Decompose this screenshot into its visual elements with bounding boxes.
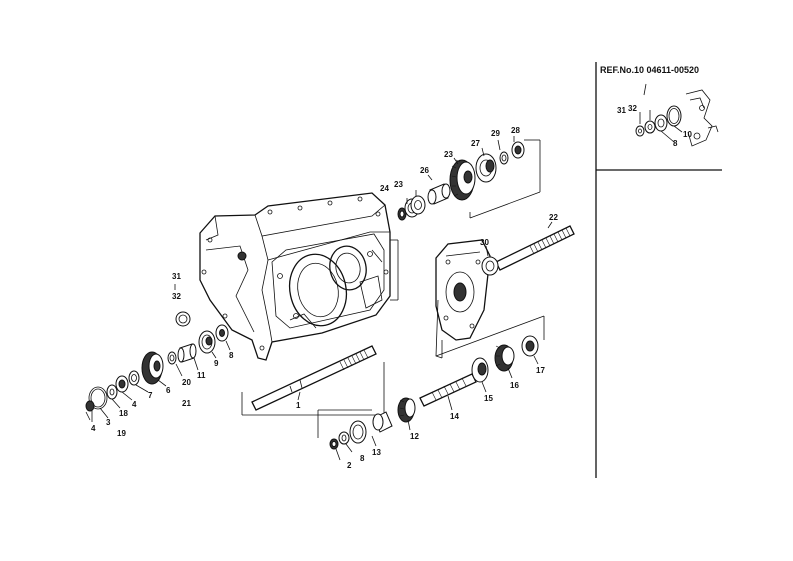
washer-32 (175, 311, 191, 327)
inset-bearing-8 (654, 114, 668, 132)
label-18: 18 (119, 409, 128, 418)
shaft-14-assembly (317, 315, 545, 450)
label-11: 11 (197, 371, 206, 380)
nut-3 (85, 400, 95, 412)
nut-28 (511, 141, 525, 159)
gear-23 (449, 159, 476, 201)
label-2: 2 (347, 461, 352, 470)
label-27: 27 (471, 139, 480, 148)
inset-label-32: 32 (628, 104, 637, 113)
label-22: 22 (549, 213, 558, 222)
label-15: 15 (484, 394, 493, 403)
label-1: 1 (296, 401, 301, 410)
label-24: 24 (380, 184, 389, 193)
label-8-lower: 8 (360, 454, 365, 463)
label-9: 9 (214, 359, 219, 368)
label-6: 6 (166, 386, 171, 395)
reference-number: REF.No.10 04611-00520 (600, 65, 699, 75)
label-12: 12 (410, 432, 419, 441)
label-23-left: 23 (394, 180, 403, 189)
inset-ring-10 (666, 105, 682, 127)
transmission-case (199, 192, 399, 361)
inset-label-31: 31 (617, 106, 626, 115)
label-17: 17 (536, 366, 545, 375)
upper-gear-assembly (397, 139, 541, 221)
label-32: 32 (172, 292, 181, 301)
inset-reference-panel: REF.No.10 04611-00520 31 3 (600, 65, 719, 148)
label-29: 29 (491, 129, 500, 138)
label-4-left: 4 (132, 400, 137, 409)
washer-8-lower (338, 431, 350, 445)
snap-ring-2 (329, 438, 339, 450)
label-19: 19 (117, 429, 126, 438)
label-3: 3 (106, 418, 111, 427)
label-13: 13 (372, 448, 381, 457)
bearing-9 (198, 330, 216, 354)
output-shaft-22 (481, 225, 575, 276)
bearing-27 (475, 153, 497, 183)
label-26: 26 (420, 166, 429, 175)
label-31: 31 (172, 272, 181, 281)
inset-panel-frame (595, 62, 722, 478)
snap-ring-4 (88, 386, 108, 410)
label-30: 30 (480, 238, 489, 247)
spacer-26 (427, 183, 451, 205)
left-gear-assembly (85, 311, 229, 421)
label-28: 28 (511, 126, 520, 135)
label-16: 16 (510, 381, 519, 390)
gear-12 (397, 397, 416, 423)
bearing-13 (349, 411, 393, 444)
label-14: 14 (450, 412, 459, 421)
part-labels: 31 32 8 9 11 20 21 6 7 4 18 3 19 4 1 2 8… (91, 126, 558, 470)
gear-16 (494, 344, 515, 372)
washer-7 (128, 370, 140, 386)
bearing-15 (471, 357, 489, 383)
leader-lines (91, 136, 553, 461)
label-20: 20 (182, 378, 191, 387)
bearing-23-small (404, 195, 426, 218)
washer-24 (397, 207, 407, 221)
label-23-right: 23 (444, 150, 453, 159)
inset-label-8: 8 (673, 139, 678, 148)
gear-6 (141, 351, 164, 385)
bearing-18 (106, 384, 118, 400)
nut-8-left (215, 324, 229, 342)
washer-29 (499, 151, 509, 165)
label-8-left: 8 (229, 351, 234, 360)
inset-label-10: 10 (683, 130, 692, 139)
main-shaft-1 (241, 345, 385, 416)
spacer-11 (177, 343, 197, 363)
label-7: 7 (148, 391, 153, 400)
washer-20 (167, 351, 177, 365)
bearing-17 (521, 335, 539, 357)
label-21: 21 (182, 399, 191, 408)
label-4-bottom: 4 (91, 424, 96, 433)
inset-housing-fragment (685, 89, 719, 147)
inset-washer-32 (644, 120, 656, 134)
bearing-5 (115, 375, 129, 393)
inset-washer-31 (635, 125, 645, 137)
front-cover (435, 239, 491, 359)
